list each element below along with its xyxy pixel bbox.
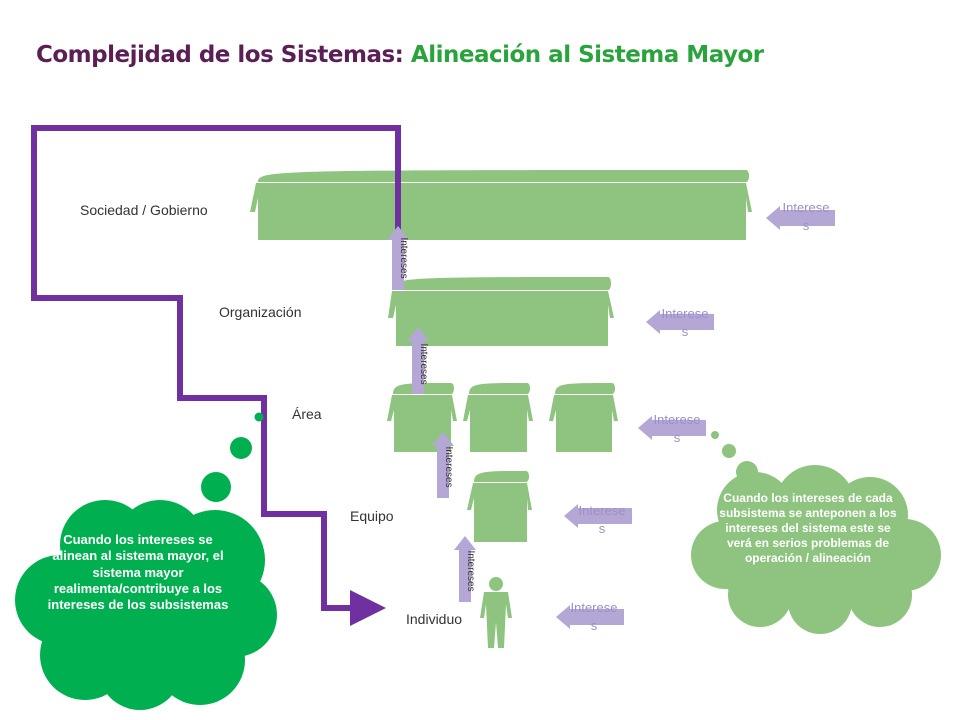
cloud-right	[691, 465, 941, 634]
up-arrow-label: Intereses	[465, 550, 476, 591]
side-arrow-label-line1: Interese	[571, 600, 618, 615]
person-body	[480, 592, 512, 648]
alignment-route-line	[31, 125, 401, 626]
people-group-equipo	[467, 471, 532, 542]
up-arrow-4: Intereses	[454, 536, 476, 602]
people-group-area-3	[549, 383, 618, 452]
side-arrow-label-line2: s	[682, 324, 689, 339]
side-arrow-equipo: Interese s	[564, 503, 632, 536]
crowd-heads	[392, 277, 611, 290]
side-arrow-area: Interese s	[638, 412, 706, 445]
people-group-area-2	[463, 383, 533, 452]
side-arrow-label-line1: Interese	[654, 412, 701, 427]
crowd-body	[463, 395, 533, 452]
crowd-body	[250, 183, 752, 240]
crowd-body	[549, 395, 618, 452]
people-group-organizacion	[388, 277, 614, 346]
thought-dot	[230, 437, 252, 459]
side-arrow-individuo: Interese s	[556, 600, 624, 633]
level-label-area: Área	[292, 406, 322, 422]
up-arrow-label: Intereses	[418, 343, 429, 384]
title-part2: Alineación al Sistema Mayor	[410, 42, 764, 68]
up-arrow-2: Intereses	[407, 327, 429, 394]
crowd-body	[388, 291, 614, 346]
up-arrow-label: Intereses	[443, 446, 454, 487]
bubble-right-text: Cuando los intereses de cada subsistema …	[719, 491, 897, 565]
people-group-sociedad	[250, 170, 752, 240]
crowd-heads	[555, 383, 615, 394]
side-arrow-label-line2: s	[599, 521, 606, 536]
up-arrow-label: Intereses	[398, 237, 409, 278]
person-head	[489, 577, 503, 591]
thought-dot	[201, 472, 231, 502]
side-arrow-label-line2: s	[803, 218, 810, 233]
bubble-left-text: Cuando los intereses se alinean al siste…	[47, 532, 229, 612]
thought-dot	[722, 444, 736, 458]
up-arrow-1: Intereses	[387, 226, 409, 290]
thought-dot	[711, 431, 719, 439]
thought-dot	[254, 412, 264, 422]
side-arrow-label-line2: s	[591, 618, 598, 633]
crowd-heads	[474, 471, 529, 482]
crowd-heads	[258, 170, 749, 182]
side-arrow-label-line1: Interese	[783, 200, 830, 215]
title-part1: Complejidad de los Sistemas:	[36, 42, 404, 68]
side-arrow-label-line2: s	[674, 430, 681, 445]
side-arrow-sociedad: Interese s	[766, 200, 835, 233]
side-arrow-label-line1: Interese	[579, 503, 626, 518]
crowd-heads	[469, 383, 530, 394]
level-label-organizacion: Organización	[219, 304, 302, 320]
person-individuo	[480, 577, 512, 648]
page-title: Complejidad de los Sistemas: Alineación …	[36, 42, 764, 68]
level-label-individuo: Individuo	[406, 611, 463, 627]
level-label-sociedad: Sociedad / Gobierno	[80, 202, 208, 218]
cloud-left	[15, 500, 277, 710]
crowd-body	[467, 483, 532, 542]
up-arrow-3: Intereses	[432, 432, 454, 498]
level-label-equipo: Equipo	[350, 508, 394, 524]
side-arrow-organizacion: Interese s	[646, 306, 714, 339]
side-arrow-label-line1: Interese	[662, 306, 709, 321]
